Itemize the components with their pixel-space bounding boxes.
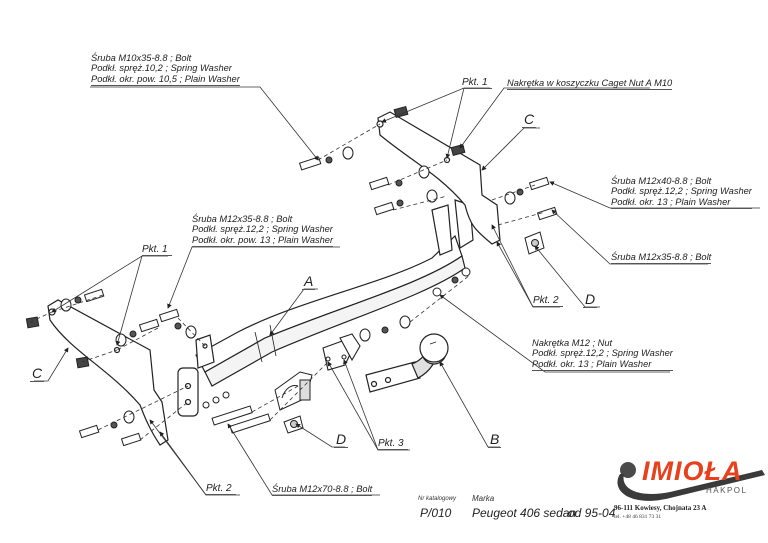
pkt3-bracket <box>322 333 361 371</box>
crossbar-a <box>195 234 466 387</box>
callout-center-left: Śruba M12x35-8.8 ; Bolt Podkł. spręż.12,… <box>192 214 334 248</box>
callout-line: Podkł. okr. 13 ; Plain Washer <box>611 197 752 210</box>
callout-line: Podkł. okr. 13 ; Plain Washer <box>532 359 673 372</box>
callout-bottom-bolt: Śruba M12x70-8.8 ; Bolt <box>272 484 373 497</box>
callout-line: Podkł. okr. pow. 10,5 ; Plain Washer <box>91 74 240 87</box>
part-letter-c-left: C <box>30 365 45 382</box>
company-address: 96-111 Kowiesy, Chojnata 23 A <box>614 504 707 512</box>
part-letter-a: A <box>302 273 316 290</box>
company-logo-text: IMIOŁA <box>642 456 743 486</box>
assembly-lines <box>29 123 546 441</box>
callout-right-mid: Śruba M12x35-8.8 ; Bolt <box>611 252 712 265</box>
part-letter-d-right: D <box>583 291 598 308</box>
pkt1-left-label: Pkt. 1 <box>142 244 172 256</box>
company-sub-brand: HAKPOL <box>706 486 748 495</box>
fasteners <box>60 146 558 447</box>
callout-line: Śruba M12x35-8.8 ; Bolt <box>192 214 293 224</box>
callout-line: Śruba M10x35-8.8 ; Bolt <box>91 53 192 63</box>
callout-line: Podkł. okr. pow. 13 ; Plain Washer <box>192 235 334 248</box>
callout-line: Nakrętka M12 ; Nut <box>532 338 613 348</box>
callout-right-lower: Nakrętka M12 ; Nut Podkł. spręż.12,2 ; S… <box>532 338 673 372</box>
company-phone: tel. +48 46 831 73 31 <box>614 514 662 520</box>
part-letter-d-bottom: D <box>334 431 349 448</box>
callout-cage-nut: Nakrętka w koszyczku Caget Nut A M10 <box>507 78 673 91</box>
brand-label: Marka <box>472 494 495 503</box>
company-logo-mark <box>617 462 765 501</box>
d-plates <box>283 231 545 434</box>
pkt2-right-label: Pkt. 2 <box>533 295 563 307</box>
callout-line: Podkł. spręż.10,2 ; Spring Washer <box>91 63 232 74</box>
callout-right-upper: Śruba M12x40-8.8 ; Bolt Podkł. spręż.12,… <box>611 176 752 210</box>
callout-line: Podkł. spręż.12,2 ; Spring Washer <box>611 186 752 197</box>
callout-line: Podkł. spręż.12,2 ; Spring Washer <box>192 224 333 235</box>
callout-line: Podkł. spręż.12,2 ; Spring Washer <box>532 348 673 359</box>
pkt1-top-label: Pkt. 1 <box>462 77 492 89</box>
pkt3-label: Pkt. 3 <box>378 438 408 450</box>
part-letter-c-right: C <box>522 111 537 128</box>
production-years: od 95-04 <box>568 506 616 520</box>
socket-plate <box>274 371 313 411</box>
towball-b <box>365 333 449 393</box>
callout-line: Śruba M12x40-8.8 ; Bolt <box>611 176 712 186</box>
pkt2-bottom-label: Pkt. 2 <box>206 483 236 495</box>
part-letter-b: B <box>488 431 502 448</box>
vehicle-model: Peugeot 406 sedan <box>472 506 577 520</box>
catalog-number-label: Nr katalogowy <box>418 496 457 502</box>
callout-top-left: Śruba M10x35-8.8 ; Bolt Podkł. spręż.10,… <box>91 53 240 87</box>
catalog-number: P/010 <box>420 506 452 520</box>
